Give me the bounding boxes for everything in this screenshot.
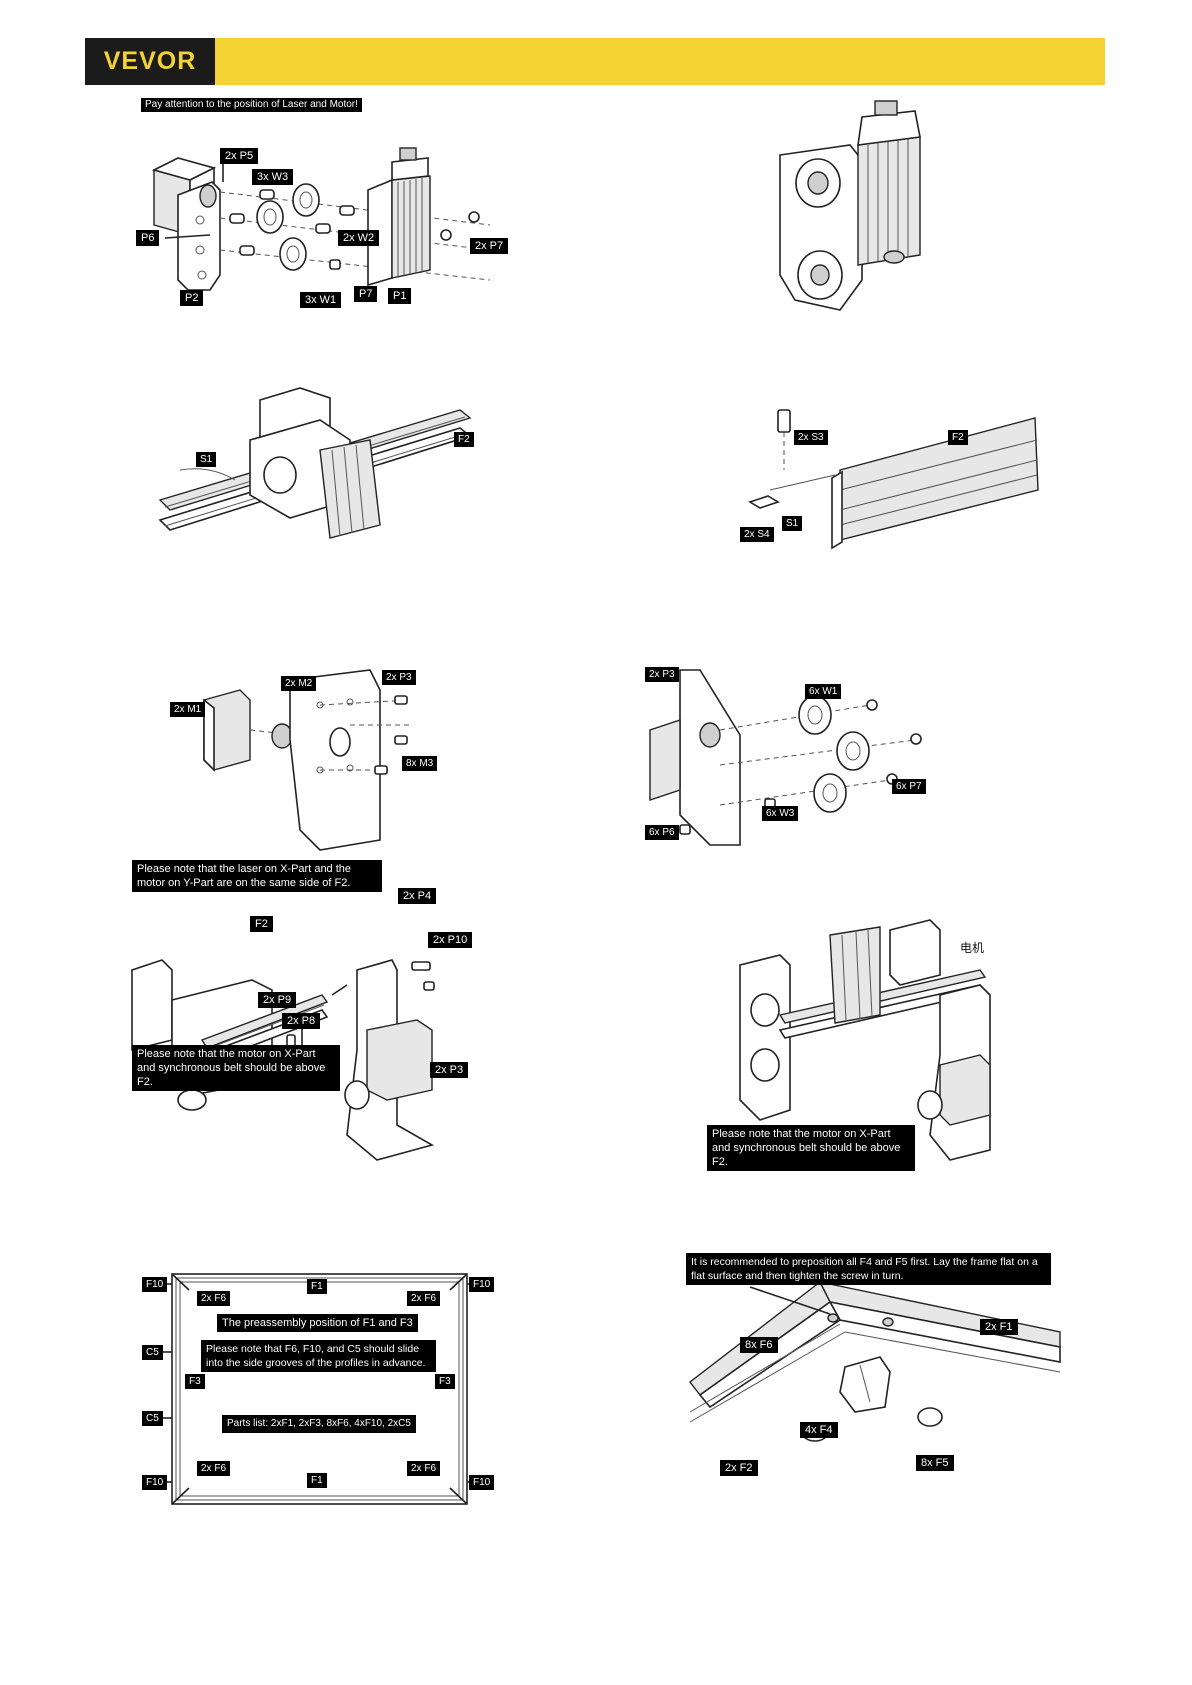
label-6x-w3: 6x W3 [762, 806, 799, 821]
label-2x-s3: 2x S3 [794, 430, 828, 445]
label-2x-f1: 2x F1 [980, 1319, 1018, 1335]
label-f10-br: F10 [469, 1475, 495, 1490]
frame-corner-drawing [689, 1280, 1061, 1442]
header-bar: VEVOR [85, 38, 1105, 85]
step1-note: Pay attention to the position of Laser a… [141, 98, 362, 112]
label-motor: 电机 [960, 941, 985, 955]
step6-wheels-to-plate: 2x P3 6x W1 6x P7 6x W3 6x P6 [640, 667, 930, 850]
label-f3-left: F3 [185, 1374, 205, 1389]
label-6x-p7: 6x P7 [892, 779, 926, 794]
label-c5-lower: C5 [142, 1411, 163, 1426]
label-2x-f6-tr: 2x F6 [407, 1291, 441, 1306]
label-f1-top: F1 [307, 1279, 327, 1294]
label-2x-p4: 2x P4 [398, 888, 437, 904]
label-2x-p9: 2x P9 [258, 992, 297, 1008]
label-s1: S1 [196, 452, 217, 467]
label-f3-right: F3 [435, 1374, 455, 1389]
step2-assembled-carriage [770, 100, 970, 320]
step1-exploded-carriage: Pay attention to the position of Laser a… [130, 98, 530, 315]
assembled-xy-drawing [739, 919, 991, 1161]
label-f10-tr: F10 [469, 1277, 495, 1292]
label-p2: P2 [180, 290, 204, 306]
step3-carriage-on-rail: S1 F2 [140, 370, 480, 555]
step4-rail-belt-clamp: 2x S3 F2 2x S4 S1 [740, 409, 1045, 560]
label-4x-f4: 4x F4 [800, 1422, 838, 1438]
step10-frame-corner: It is recommended to preposition all F4 … [686, 1253, 1061, 1476]
motor-plate-drawing [203, 669, 411, 851]
label-2x-p3: 2x P3 [430, 1062, 469, 1078]
label-s1: S1 [782, 516, 803, 531]
step7-note-top: Please note that the laser on X-Part and… [132, 860, 382, 892]
label-8x-f5: 8x F5 [916, 1455, 954, 1471]
step9-parts-list: Parts list: 2xF1, 2xF3, 8xF6, 4xF10, 2xC… [222, 1415, 416, 1433]
label-f2: F2 [948, 430, 968, 445]
carriage-on-rail-drawing [158, 387, 472, 539]
step7-x-to-y-part: Please note that the laser on X-Part and… [131, 860, 512, 1170]
label-2x-f6-br: 2x F6 [407, 1461, 441, 1476]
label-2x-p7: 2x P7 [470, 238, 509, 254]
label-f1-bottom: F1 [307, 1473, 327, 1488]
label-2x-p10: 2x P10 [428, 932, 473, 948]
label-2x-s4: 2x S4 [740, 527, 774, 542]
label-2x-m1: 2x M1 [170, 702, 206, 717]
label-8x-f6: 8x F6 [740, 1337, 778, 1353]
step8-assembled-xy: 电机 Please note that the motor on X-Part … [707, 915, 1020, 1171]
label-6x-w1: 6x W1 [805, 684, 842, 699]
label-f2: F2 [250, 916, 273, 932]
label-c5-upper: C5 [142, 1345, 163, 1360]
label-2x-f6-bl: 2x F6 [197, 1461, 231, 1476]
label-p1: P1 [388, 288, 412, 304]
step7-note-bottom: Please note that the motor on X-Part and… [132, 1045, 340, 1091]
step10-note: It is recommended to preposition all F4 … [686, 1253, 1051, 1285]
label-2x-p3: 2x P3 [382, 670, 416, 685]
label-p6: P6 [136, 230, 160, 246]
step5-motor-to-plate: 2x M2 2x P3 2x M1 8x M3 [170, 669, 440, 860]
label-p7: P7 [354, 286, 378, 302]
vevor-logo: VEVOR [85, 38, 215, 85]
label-f10-bl: F10 [142, 1475, 168, 1490]
step9-note-position: The preassembly position of F1 and F3 [217, 1314, 418, 1332]
label-2x-p5: 2x P5 [220, 148, 259, 164]
label-8x-m3: 8x M3 [402, 756, 438, 771]
label-2x-p3: 2x P3 [645, 667, 679, 682]
label-3x-w3: 3x W3 [252, 169, 294, 185]
step8-note-bottom: Please note that the motor on X-Part and… [707, 1125, 915, 1171]
wheels-plate-drawing [649, 669, 922, 846]
label-2x-f6-tl: 2x F6 [197, 1291, 231, 1306]
label-6x-p6: 6x P6 [645, 825, 679, 840]
rail-belt-clamp-drawing [748, 409, 1039, 550]
step9-note-grooves: Please note that F6, F10, and C5 should … [201, 1340, 436, 1372]
label-2x-m2: 2x M2 [281, 676, 317, 691]
label-3x-w1: 3x W1 [300, 292, 342, 308]
step9-frame-preassembly: F10 2x F6 F1 2x F6 F10 C5 F3 F3 C5 F10 2… [142, 1270, 495, 1510]
label-f10-tl: F10 [142, 1277, 168, 1292]
label-2x-f2: 2x F2 [720, 1460, 758, 1476]
label-f2: F2 [454, 432, 474, 447]
label-2x-p8: 2x P8 [282, 1013, 321, 1029]
label-2x-w2: 2x W2 [338, 230, 380, 246]
carriage-assembled-drawing [779, 100, 921, 311]
carriage-exploded-drawing [151, 147, 491, 291]
